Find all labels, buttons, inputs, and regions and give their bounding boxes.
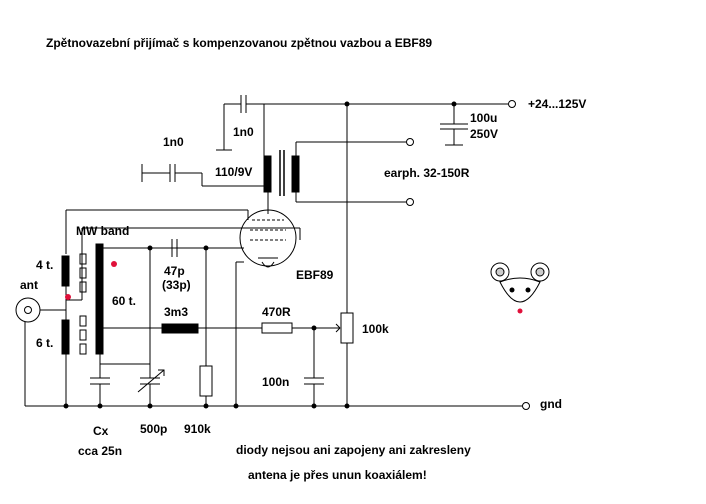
r-910k-label: 910k — [184, 422, 211, 436]
cx-value-label: cca 25n — [78, 444, 123, 458]
c-100n-label: 100n — [262, 375, 290, 389]
c-1n0-left-label: 1n0 — [163, 135, 184, 149]
resistor-3m3 — [161, 323, 199, 334]
pot-100k — [340, 312, 354, 344]
tube-label: EBF89 — [296, 268, 334, 282]
antenna-label: ant — [20, 278, 38, 292]
cx-label: Cx — [93, 424, 109, 438]
mw-band-label: MW band — [76, 224, 130, 238]
earphones-label: earph. 32-150R — [384, 166, 470, 180]
coil-60t-label: 60 t. — [112, 294, 137, 308]
coil-60t — [95, 243, 104, 355]
cap-100u-label: 100u — [470, 111, 498, 125]
transformer-primary — [263, 155, 272, 193]
coil-6t — [61, 319, 70, 355]
r-3m3-label: 3m3 — [164, 305, 189, 319]
gnd-terminal[interactable] — [522, 402, 530, 410]
mouse-face-icon — [490, 262, 550, 314]
pot-100k-label: 100k — [362, 322, 389, 336]
earphone-terminal-2[interactable] — [406, 198, 414, 206]
transformer-label: 110/9V — [215, 165, 253, 179]
c-47p-label: 47p — [164, 264, 185, 278]
resistor-470 — [261, 322, 293, 334]
coil-4t — [61, 255, 70, 287]
tap-dot-60t — [111, 261, 117, 267]
tube-envelope — [239, 209, 297, 267]
coil-4t-label: 4 t. — [36, 258, 54, 272]
diagram-title: Zpětnovazební přijímač s kompenzovanou z… — [46, 36, 433, 50]
coil-6t-label: 6 t. — [36, 336, 54, 350]
transformer-secondary — [291, 155, 300, 193]
c-500p-label: 500p — [140, 422, 168, 436]
note-diodes: diody nejsou ani zapojeny ani zakresleny — [236, 443, 471, 457]
note-antenna: antena je přes unun koaxiálem! — [248, 468, 427, 482]
supply-terminal[interactable] — [508, 100, 516, 108]
c-1n0-top-label: 1n0 — [233, 125, 254, 139]
supply-label: +24...125V — [528, 97, 587, 111]
tap-dot-4t — [65, 294, 71, 300]
r-470-label: 470R — [262, 305, 291, 319]
earphone-terminal-1[interactable] — [406, 138, 414, 146]
ground-label: gnd — [540, 397, 562, 411]
cap-100u-voltage: 250V — [470, 127, 499, 141]
c-47p-alt-label: (33p) — [162, 278, 191, 292]
